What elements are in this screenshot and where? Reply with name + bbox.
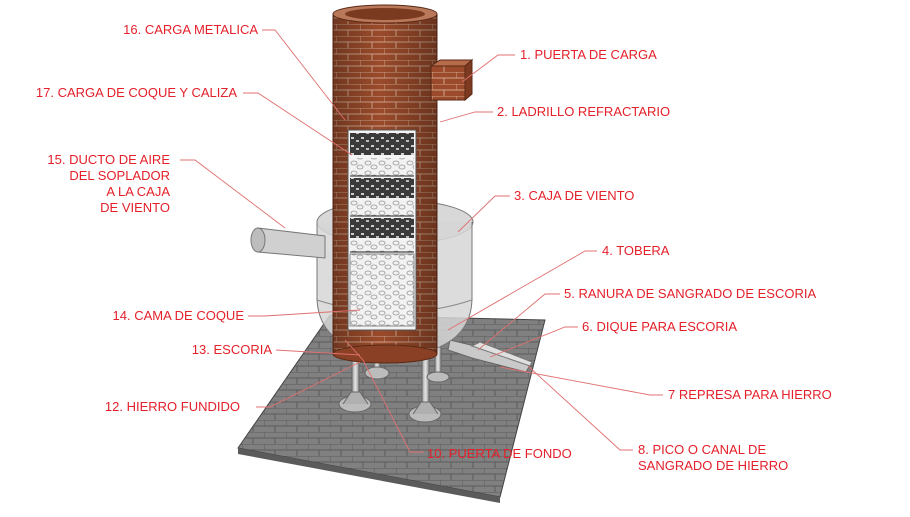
label-air-duct-line-4: DE VIENTO [100,200,170,215]
label-bottom-door: 10. PUERTA DE FONDO [427,446,572,461]
charging-door [429,58,474,102]
label-slag-tapping-slot: 5. RANURA DE SANGRADO DE ESCORIA [564,286,817,301]
label-wind-box: 3. CAJA DE VIENTO [514,188,635,203]
air-duct [250,227,326,259]
label-charging-door: 1. PUERTA DE CARGA [520,47,657,62]
label-tuyere: 4. TOBERA [602,243,670,258]
label-iron-spout: 8. PICO O CANAL DE SANGRADO DE HIERRO [638,442,788,474]
label-air-duct: 15. DUCTO DE AIRE DEL SOPLADOR A LA CAJA… [47,152,170,216]
label-slag: 13. ESCORIA [191,342,272,357]
label-refractory-brick: 2. LADRILLO REFRACTARIO [497,104,671,119]
floor-slab [237,314,546,503]
label-air-duct-line-1: 15. DUCTO DE AIRE [47,152,170,167]
interior-cutaway [347,129,417,331]
leader-lines [180,29,663,453]
label-iron-spout-line-1: 8. PICO O CANAL DE [638,442,767,457]
label-coke-limestone-charge: 17. CARGA DE COQUE Y CALIZA [35,85,237,100]
label-air-duct-line-3: A LA CAJA [106,184,170,199]
label-molten-iron: 12. HIERRO FUNDIDO [104,399,240,414]
label-coke-bed: 14. CAMA DE COQUE [112,308,244,323]
label-air-duct-line-2: DEL SOPLADOR [69,168,170,183]
label-iron-dam: 7 REPRESA PARA HIERRO [668,387,832,402]
label-slag-dam: 6. DIQUE PARA ESCORIA [582,319,738,334]
label-iron-spout-line-2: SANGRADO DE HIERRO [638,458,789,473]
label-metal-charge: 16. CARGA METALICA [123,22,258,37]
